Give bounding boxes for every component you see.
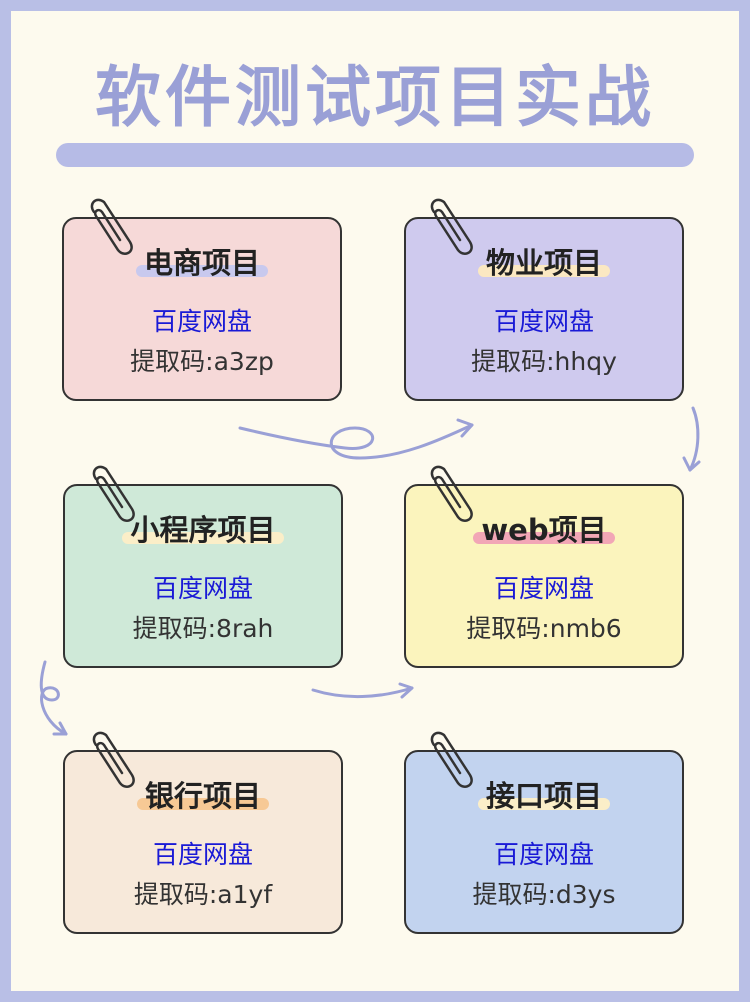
card-miniprogram[interactable]: 小程序项目 百度网盘 提取码:8rah	[63, 484, 343, 668]
extraction-code: 提取码:hhqy	[471, 347, 617, 376]
arrow-1-head	[456, 418, 474, 438]
arrow-3-head	[398, 682, 414, 699]
baidu-pan-link[interactable]: 百度网盘	[493, 840, 594, 869]
card-title: 物业项目	[477, 245, 610, 281]
title-underline-bar	[56, 143, 694, 167]
card-web[interactable]: web项目 百度网盘 提取码:nmb6	[404, 484, 684, 668]
paperclip-icon	[430, 465, 473, 522]
extraction-code: 提取码:d3ys	[472, 880, 616, 909]
card-title: 电商项目	[135, 245, 268, 281]
title-highlight	[477, 798, 610, 810]
arrow-2-head	[682, 456, 701, 472]
title-highlight	[135, 265, 268, 277]
extraction-code: 提取码:a3zp	[130, 347, 274, 376]
card-bank[interactable]: 银行项目 百度网盘 提取码:a1yf	[63, 750, 343, 934]
card-api[interactable]: 接口项目 百度网盘 提取码:d3ys	[404, 750, 684, 934]
page-title: 软件测试项目实战	[95, 59, 655, 136]
title-highlight	[473, 532, 615, 544]
title-highlight	[136, 798, 269, 810]
paperclip-icon	[90, 198, 133, 255]
baidu-pan-link[interactable]: 百度网盘	[152, 840, 253, 869]
baidu-pan-link[interactable]: 百度网盘	[493, 574, 594, 603]
paperclip-icon	[430, 198, 473, 255]
card-title: web项目	[473, 512, 615, 548]
title-highlight	[477, 265, 610, 277]
card-title: 小程序项目	[122, 512, 284, 548]
card-property[interactable]: 物业项目 百度网盘 提取码:hhqy	[404, 217, 684, 401]
baidu-pan-link[interactable]: 百度网盘	[151, 307, 252, 336]
arrow-2-path	[688, 406, 700, 472]
paperclip-icon	[92, 465, 135, 522]
paperclip-icon	[92, 731, 135, 788]
baidu-pan-link[interactable]: 百度网盘	[493, 307, 594, 336]
card-title: 接口项目	[477, 778, 610, 814]
arrow-1-path	[238, 423, 474, 460]
arrow-3-path	[311, 686, 414, 699]
extraction-code: 提取码:a1yf	[133, 880, 273, 909]
extraction-code: 提取码:nmb6	[466, 614, 622, 643]
card-title: 银行项目	[136, 778, 269, 814]
title-highlight	[122, 532, 284, 544]
arrow-4-path	[39, 660, 68, 736]
baidu-pan-link[interactable]: 百度网盘	[152, 574, 253, 603]
extraction-code: 提取码:8rah	[132, 614, 274, 643]
arrow-4-head	[52, 721, 68, 736]
paperclip-icon	[430, 731, 473, 788]
card-ecommerce[interactable]: 电商项目 百度网盘 提取码:a3zp	[62, 217, 342, 401]
